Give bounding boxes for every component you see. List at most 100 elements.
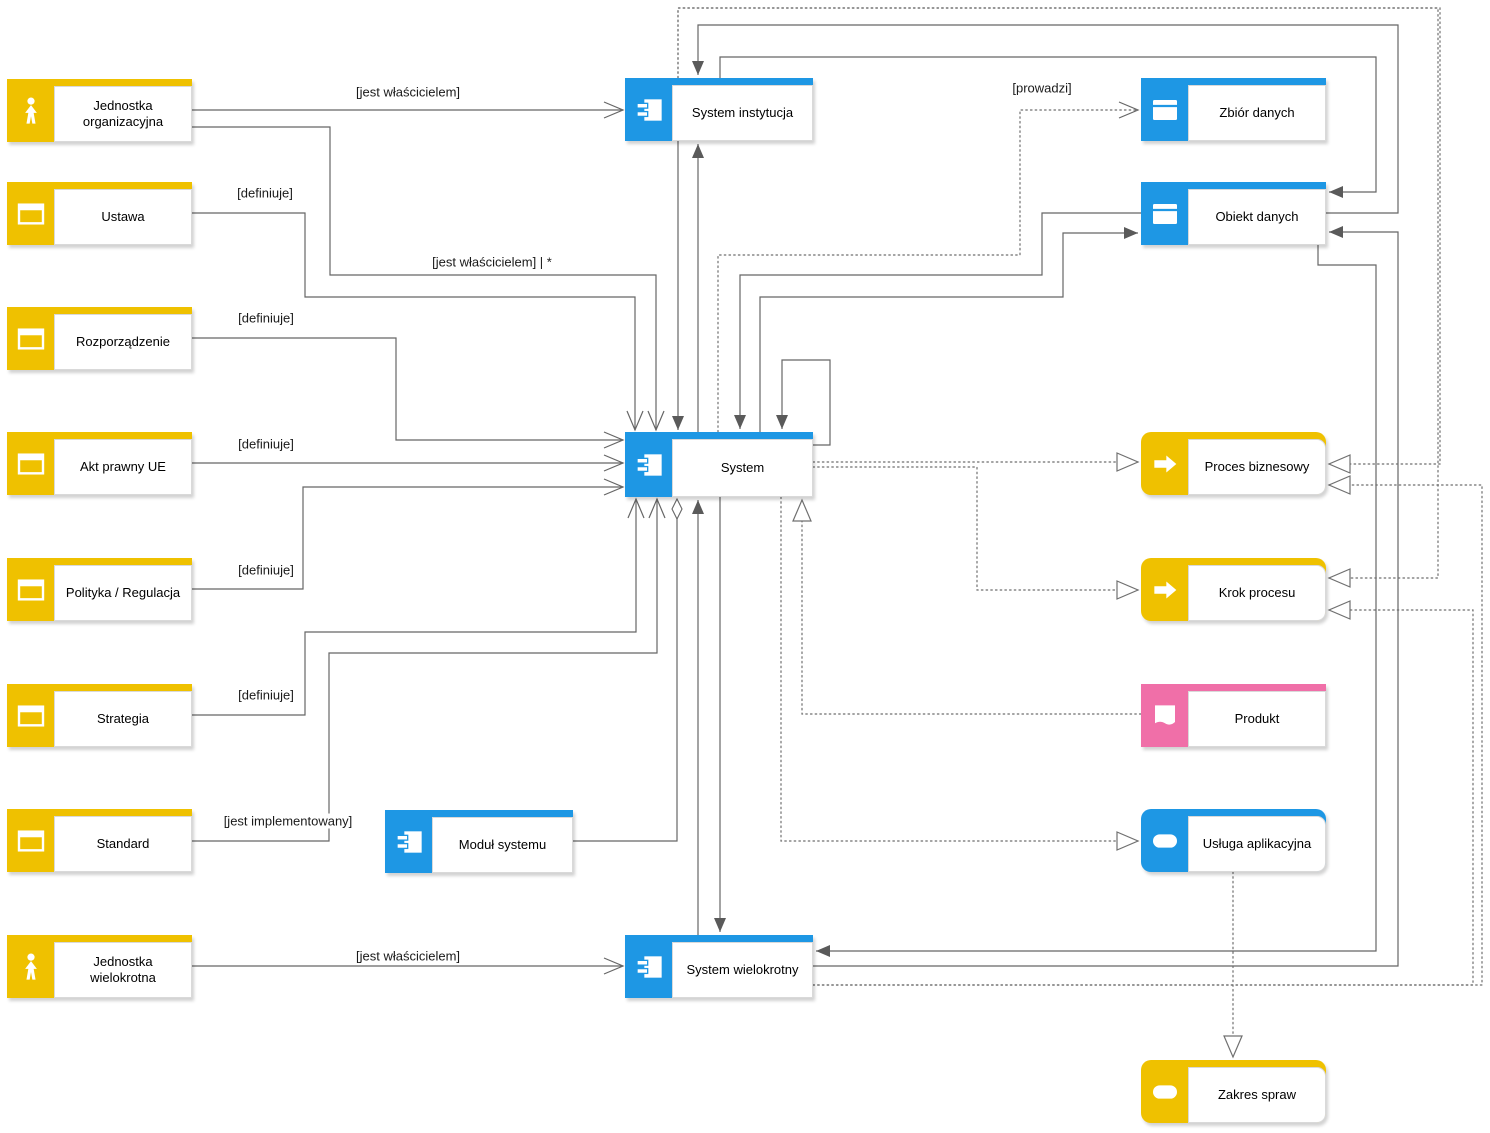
- process-arrow-icon: [1149, 574, 1181, 606]
- node-label: Jednostka wielokrotna: [90, 953, 156, 985]
- node-body: Ustawa: [54, 189, 192, 245]
- object-icon: [15, 323, 47, 355]
- node-jednostka-organizacyjna[interactable]: Jednostka organizacyjna: [7, 79, 192, 142]
- node-strategia[interactable]: Strategia: [7, 684, 192, 747]
- edge-obiekt-danych-to-system-instytucja[interactable]: [692, 24, 1399, 214]
- node-body: Jednostka wielokrotna: [54, 942, 192, 998]
- edge-system-to-zbior-danych[interactable]: [717, 101, 1140, 433]
- edge-system-to-system[interactable]: [776, 359, 831, 446]
- edge-label: [definiuje]: [235, 562, 297, 578]
- edge-system-wielokrotny-to-krok-procesu[interactable]: [812, 600, 1474, 986]
- node-zbior-danych[interactable]: Zbiór danych: [1141, 78, 1326, 141]
- edge-obiekt-danych-to-system-wielokrotny[interactable]: [816, 245, 1377, 957]
- object-icon: [15, 448, 47, 480]
- edge-label: [definiuje]: [234, 185, 296, 201]
- node-body: Polityka / Regulacja: [54, 565, 192, 621]
- node-standard[interactable]: Standard: [7, 809, 192, 872]
- process-arrow-icon: [1149, 448, 1181, 480]
- node-body: Zbiór danych: [1188, 85, 1326, 141]
- node-zakres-spraw[interactable]: Zakres spraw: [1141, 1060, 1326, 1123]
- actor-icon: [15, 95, 47, 127]
- node-label: Produkt: [1234, 710, 1280, 726]
- node-system-wielokrotny[interactable]: System wielokrotny: [625, 935, 813, 998]
- object-icon: [15, 700, 47, 732]
- node-polityka-regulacja[interactable]: Polityka / Regulacja: [7, 558, 192, 621]
- edge-label: [definiuje]: [235, 436, 297, 452]
- node-proces-biznesowy[interactable]: Proces biznesowy: [1141, 432, 1326, 495]
- node-body: System: [672, 439, 813, 497]
- edge-modul-systemu-to-system[interactable]: [573, 497, 683, 842]
- node-label: Zakres spraw: [1217, 1086, 1297, 1102]
- node-system[interactable]: System: [625, 432, 813, 497]
- edge-label: [jest właścicielem] | *: [429, 254, 555, 270]
- node-body: Strategia: [54, 691, 192, 747]
- node-label: Usługa aplikacyjna: [1202, 835, 1312, 851]
- edge-strategia-to-system[interactable]: [192, 497, 645, 716]
- edge-produkt-to-system[interactable]: [792, 498, 1142, 715]
- edge-obiekt-danych-to-system[interactable]: [734, 212, 1141, 429]
- edge-system-instytucja-to-obiekt-danych[interactable]: [719, 56, 1377, 198]
- edge-ustawa-to-system[interactable]: [192, 212, 644, 432]
- node-body: Moduł systemu: [432, 817, 573, 873]
- node-krok-procesu[interactable]: Krok procesu: [1141, 558, 1326, 621]
- node-body: Proces biznesowy: [1188, 439, 1326, 495]
- node-ustawa[interactable]: Ustawa: [7, 182, 192, 245]
- edge-rozporzadzenie-to-system[interactable]: [192, 337, 625, 449]
- node-label: Krok procesu: [1218, 584, 1296, 600]
- edge-label: [jest właścicielem]: [352, 84, 464, 100]
- edge-system-to-obiekt-danych[interactable]: [759, 227, 1138, 432]
- node-label: Moduł systemu: [458, 836, 547, 852]
- node-label: Proces biznesowy: [1204, 458, 1310, 474]
- edge-label: [definiuje]: [235, 310, 297, 326]
- node-modul-systemu[interactable]: Moduł systemu: [385, 810, 573, 873]
- component-icon: [633, 94, 665, 126]
- data-icon: [1149, 198, 1181, 230]
- edge-standard-to-system[interactable]: [192, 497, 666, 842]
- node-label: System wielokrotny: [686, 961, 799, 977]
- node-body: Obiekt danych: [1188, 189, 1326, 245]
- node-jednostka-wielokrotna[interactable]: Jednostka wielokrotna: [7, 935, 192, 998]
- node-body: Produkt: [1188, 691, 1326, 747]
- edge-jednostka-organizacyjna-to-system[interactable]: [192, 126, 665, 432]
- node-body: Jednostka organizacyjna: [54, 86, 192, 142]
- object-icon: [15, 574, 47, 606]
- node-body: Usługa aplikacyjna: [1188, 816, 1326, 872]
- edge-label: [jest właścicielem]: [352, 948, 464, 964]
- object-icon: [15, 198, 47, 230]
- node-label: Strategia: [96, 710, 150, 726]
- node-produkt[interactable]: Produkt: [1141, 684, 1326, 747]
- component-icon: [633, 951, 665, 983]
- node-label: Ustawa: [101, 208, 145, 224]
- edge-polityka-regulacja-to-system[interactable]: [192, 478, 625, 590]
- component-icon: [633, 449, 665, 481]
- node-body: System wielokrotny: [672, 942, 813, 998]
- node-label: Rozporządzenie: [76, 333, 170, 349]
- edge-label: [jest implementowany]: [220, 813, 356, 829]
- edge-system-instytucja-to-krok-procesu[interactable]: [677, 7, 1439, 588]
- node-body: Standard: [54, 816, 192, 872]
- component-icon: [393, 826, 425, 858]
- node-usluga-aplikacyjna[interactable]: Usługa aplikacyjna: [1141, 809, 1326, 872]
- node-body: Zakres spraw: [1188, 1067, 1326, 1123]
- edge-label: [definiuje]: [235, 687, 297, 703]
- node-body: Rozporządzenie: [54, 314, 192, 370]
- edge-system-to-krok-procesu[interactable]: [812, 466, 1140, 600]
- node-label: Obiekt danych: [1215, 208, 1299, 224]
- edge-system-wielokrotny-to-obiekt-danych[interactable]: [813, 226, 1399, 967]
- edge-system-to-usluga-aplikacyjna[interactable]: [780, 496, 1140, 851]
- node-body: Akt prawny UE: [54, 439, 192, 495]
- node-label: Polityka / Regulacja: [65, 584, 181, 600]
- node-label: Akt prawny UE: [80, 458, 166, 474]
- edge-label: [prowadzi]: [1009, 80, 1075, 96]
- service-icon: [1149, 1076, 1181, 1108]
- node-body: System instytucja: [672, 85, 813, 141]
- node-rozporzadzenie[interactable]: Rozporządzenie: [7, 307, 192, 370]
- node-label: System instytucja: [691, 104, 794, 120]
- node-body: Krok procesu: [1188, 565, 1326, 621]
- service-icon: [1149, 825, 1181, 857]
- node-akt-prawny-ue[interactable]: Akt prawny UE: [7, 432, 192, 495]
- node-obiekt-danych[interactable]: Obiekt danych: [1141, 182, 1326, 245]
- node-system-instytucja[interactable]: System instytucja: [625, 78, 813, 141]
- node-label: Zbiór danych: [1219, 104, 1295, 120]
